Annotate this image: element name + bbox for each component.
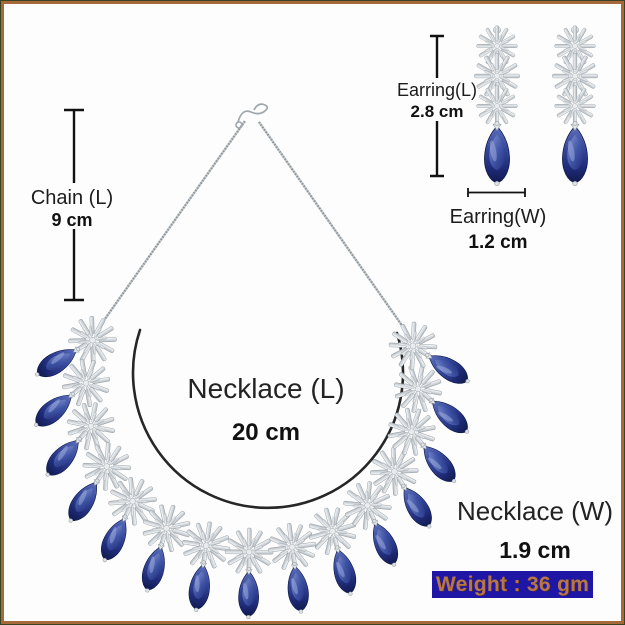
weight-badge-text: Weight : 36 gm <box>435 572 590 596</box>
necklace-length-annotation: Necklace (L) 20 cm <box>187 373 345 446</box>
earring-length-label: Earring(L) <box>396 80 478 100</box>
chain-length-value: 9 cm <box>51 210 93 230</box>
chain-length-annotation: Chain (L) 9 cm <box>31 187 113 231</box>
earring-left <box>474 26 520 186</box>
chain-length-measure-line <box>64 108 84 302</box>
necklace-width-label: Necklace (W) <box>456 496 614 526</box>
earring-length-measure-line <box>430 34 444 178</box>
weight-badge: Weight : 36 gm <box>432 571 593 598</box>
earring-length-value: 2.8 cm <box>410 101 464 121</box>
necklace-length-label: Necklace (L) <box>187 373 345 404</box>
earring-width-annotation: Earring(W) 1.2 cm <box>450 206 547 254</box>
earring-length-annotation: Earring(L) 2.8 cm <box>396 80 478 121</box>
necklace-width-value: 1.9 cm <box>499 536 571 563</box>
earring-right <box>552 26 598 186</box>
earring-width-label: Earring(W) <box>449 206 547 228</box>
necklace-chain <box>94 120 409 335</box>
necklace-clusters <box>19 307 484 619</box>
chain-clasp <box>235 103 269 129</box>
earring-width-value: 1.2 cm <box>468 232 528 253</box>
necklace-length-value: 20 cm <box>231 418 301 446</box>
necklace-width-annotation: Necklace (W) 1.9 cm <box>457 497 613 563</box>
earring-width-measure-line <box>467 188 526 197</box>
chain-length-label: Chain (L) <box>30 187 114 209</box>
necklace-length-arc <box>131 328 405 510</box>
earring-pair <box>474 26 598 186</box>
